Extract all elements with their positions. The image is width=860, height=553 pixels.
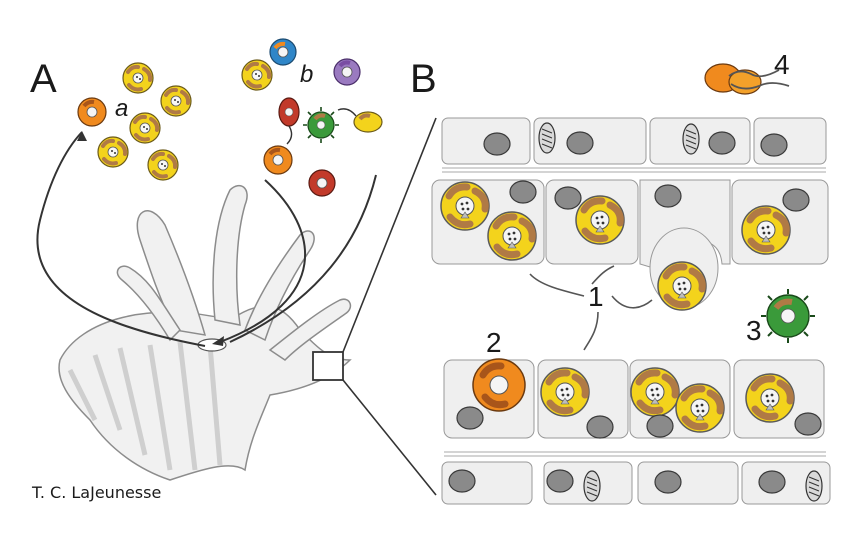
cnidocyte-icon xyxy=(805,470,823,502)
symbiont-cell-icon xyxy=(159,84,193,118)
arrow-to-cluster-a xyxy=(36,131,206,347)
symbiont-orange-icon xyxy=(472,358,526,412)
tissue-section xyxy=(431,117,831,505)
symbiont-blue-icon xyxy=(269,38,297,66)
cnidocyte-icon xyxy=(538,122,556,154)
label-4: 4 xyxy=(774,49,790,80)
symbiont-red-icon xyxy=(308,169,336,197)
symbiont-cluster-b xyxy=(240,38,383,197)
sublabel-a: a xyxy=(115,95,128,122)
credit-text: T. C. LaJeunesse xyxy=(31,483,161,502)
flagellate-icon xyxy=(337,108,383,133)
symbiont-purple-icon xyxy=(333,58,361,86)
symbiont-green-icon xyxy=(303,107,339,143)
symbiont-green-icon xyxy=(761,289,815,343)
panel-label-b: B xyxy=(410,57,437,101)
zoom-line-bottom xyxy=(342,379,437,496)
zoom-box xyxy=(312,351,344,381)
label-2: 2 xyxy=(486,327,502,358)
flagellate-icon xyxy=(278,97,300,145)
panel-label-a: A xyxy=(30,57,57,101)
symbiont-orange-icon xyxy=(77,97,107,127)
anemone-polyp-icon xyxy=(58,184,352,481)
symbiont-cell-icon xyxy=(96,135,130,169)
symbiont-cell-icon xyxy=(146,148,180,182)
cnidocyte-icon xyxy=(682,123,700,155)
label-3: 3 xyxy=(746,315,762,346)
zoom-line-top xyxy=(342,117,437,353)
symbiont-cluster-a xyxy=(77,61,193,182)
symbiont-cell-icon xyxy=(128,111,162,145)
cnidocyte-icon xyxy=(583,470,601,502)
arrow-from-cluster-b xyxy=(219,179,306,343)
sublabel-b: b xyxy=(300,61,313,88)
symbiont-cell-icon xyxy=(240,58,274,92)
symbiont-aggregate-icon xyxy=(704,63,790,95)
symbiont-cell-icon xyxy=(121,61,155,95)
symbiont-orange-icon xyxy=(263,145,293,175)
label-1: 1 xyxy=(588,281,604,312)
